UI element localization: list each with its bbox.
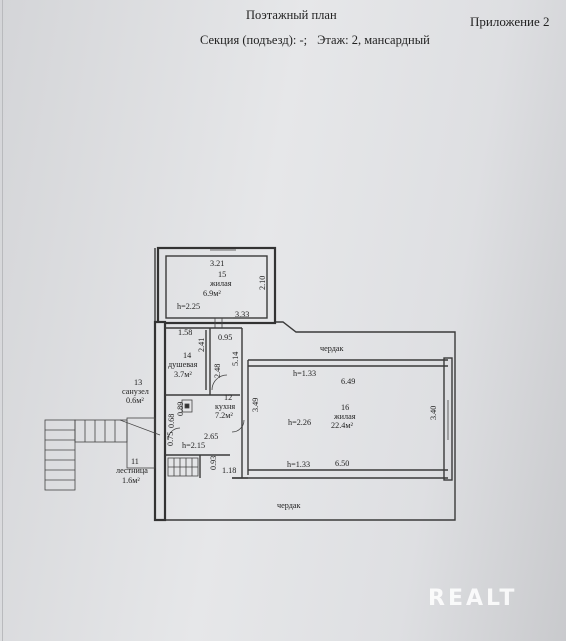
appendix-label: Приложение 2 — [470, 14, 550, 29]
realt-watermark: REALT — [428, 586, 518, 611]
room-15-dim-bottom: 3.33 — [235, 310, 249, 319]
room-11-dim-c: 1.18 — [222, 466, 236, 475]
room-12-name: кухня — [215, 402, 235, 411]
room-15-name: жилая — [209, 279, 232, 288]
room-14-name: душевая — [168, 360, 198, 369]
attic-boundary — [154, 248, 456, 521]
attic-label-bottom: чердак — [277, 501, 301, 510]
staircase — [167, 457, 199, 477]
room-16-height: h=2.26 — [288, 418, 311, 427]
room-16-dim-side: 3.40 — [429, 406, 438, 420]
room-15-number: 15 — [218, 270, 226, 279]
room-13-area: 0.6м² — [126, 396, 144, 405]
room-13-number: 13 — [134, 378, 142, 387]
room-11-dim-b: 0.93 — [209, 456, 218, 470]
attic-label-top: чердак — [320, 344, 344, 353]
sheet-edge — [2, 0, 3, 641]
room-16-dim-bottom: 6.50 — [335, 459, 349, 468]
room-11-height: h=2.15 — [182, 441, 205, 450]
section-floor-line: Секция (подъезд): -; Этаж: 2, мансардный — [200, 33, 430, 48]
room-14-dim-b: 2.48 — [213, 364, 222, 378]
room-11-name: лестница — [116, 466, 148, 475]
floor-label: Этаж: 2, мансардный — [317, 33, 430, 47]
room-12-number: 12 — [224, 393, 232, 402]
room-12-dim-b: 5.14 — [231, 352, 240, 366]
room-15-walls — [156, 246, 277, 329]
room-12-dim-a: 0.95 — [218, 333, 232, 342]
room-12-dim-d: 3.49 — [251, 398, 260, 412]
room-15-dim-top: 3.21 — [210, 259, 224, 268]
room-16-area: 22.4м² — [331, 421, 354, 430]
room-11-number: 11 — [131, 457, 139, 466]
section-label: Секция (подъезд): -; — [200, 33, 308, 47]
room-14-area: 3.7м² — [174, 370, 192, 379]
room-16-number: 16 — [341, 403, 349, 412]
room-15-dim-side: 2.10 — [258, 276, 267, 290]
room-11-dim-a: 0.75 — [166, 432, 175, 446]
room-13-dim-a: 0.89 — [176, 402, 185, 416]
room-14-dim-top: 1.58 — [178, 328, 192, 337]
room-16-dim-top: 6.49 — [341, 377, 355, 386]
room-12-area: 7.2м² — [215, 411, 233, 420]
room-13-name: санузел — [122, 387, 149, 396]
height-lower: h=1.33 — [287, 460, 310, 469]
room-12-dim-c: 2.65 — [204, 432, 218, 441]
room-16-name: жилая — [333, 412, 356, 421]
room-15-height: h=2.25 — [177, 302, 200, 311]
room-13-dim-b: 0.68 — [167, 414, 176, 428]
room-15-area: 6.9м² — [203, 289, 221, 298]
room-14-number: 14 — [183, 351, 191, 360]
room-14-dim-a: 2.41 — [197, 338, 206, 352]
height-upper: h=1.33 — [293, 369, 316, 378]
document-title: Поэтажный план — [246, 8, 337, 22]
room-11-area: 1.6м² — [122, 476, 140, 485]
external-stairs — [44, 417, 161, 491]
